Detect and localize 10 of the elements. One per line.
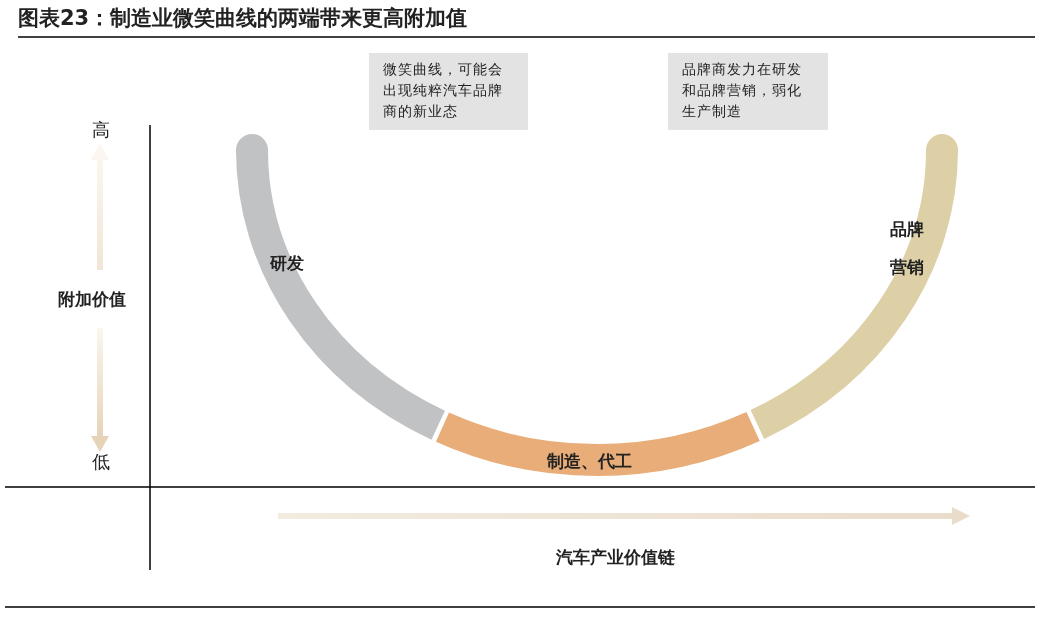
axis-label: 汽车产业价值链 <box>556 546 675 569</box>
note-box: 品牌商发力在研发和品牌营销，弱化生产制造 <box>668 53 828 130</box>
segment-label: 研发 <box>270 252 305 275</box>
axis-label: 低 <box>92 450 110 474</box>
segment-label: 制造、代工 <box>547 450 633 473</box>
axis-label: 高 <box>92 118 110 142</box>
segment-label: 品牌营销 <box>890 218 925 279</box>
note-box: 微笑曲线，可能会出现纯粹汽车品牌商的新业态 <box>369 53 528 130</box>
title: 图表23：制造业微笑曲线的两端带来更高附加值 <box>18 5 468 32</box>
axis-label: 附加价值 <box>58 288 126 311</box>
